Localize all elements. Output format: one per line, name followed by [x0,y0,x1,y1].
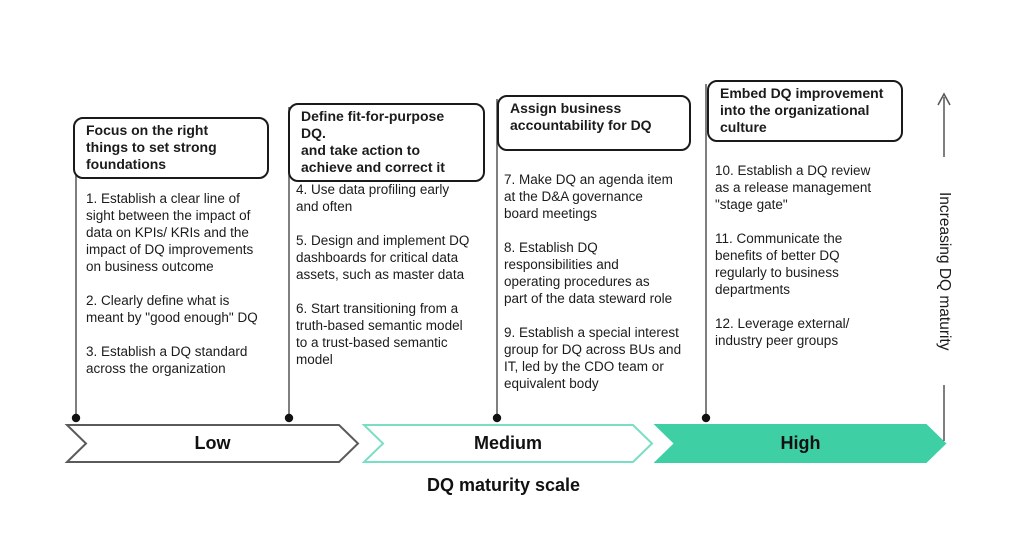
list-item: 11. Communicate the benefits of better D… [715,231,843,297]
scale-segment-low [64,424,360,463]
scale-label-medium: Medium [473,433,542,453]
connector-dot-column-2 [284,413,294,423]
scale-segment-high [653,424,947,463]
scale-label-high: High [780,433,821,453]
diagram-title: DQ maturity scale [426,475,581,495]
list-item: 8. Establish DQ responsibilities and ope… [504,240,673,306]
column-2-items: 4. Use data profiling early and often 5.… [296,181,511,385]
list-item: 5. Design and implement DQ dashboards fo… [296,233,470,282]
list-item: 10. Establish a DQ review as a release m… [715,163,872,212]
list-item: 6. Start transitioning from a truth-base… [296,301,463,367]
column-1-items: 1. Establish a clear line of sight betwe… [86,190,301,394]
connector-dot-column-1 [71,413,81,423]
connector-dot-column-3 [492,413,502,423]
scale-segment-medium [361,424,654,463]
axis-label: Increasing DQ maturity [928,157,960,385]
column-3-header: Assign business accountability for DQ [497,95,691,151]
list-item: 1. Establish a clear line of sight betwe… [86,191,254,274]
list-item: 4. Use data profiling early and often [296,182,450,214]
column-3-items: 7. Make DQ an agenda item at the D&A gov… [504,171,719,409]
list-item: 3. Establish a DQ standard across the or… [86,344,248,376]
column-1-header: Focus on the right things to set strong … [73,117,269,179]
column-2-header: Define fit-for-purpose DQ. and take acti… [288,103,485,182]
connector-dot-column-4 [701,413,711,423]
list-item: 7. Make DQ an agenda item at the D&A gov… [504,172,673,221]
list-item: 12. Leverage external/ industry peer gro… [715,316,850,348]
scale-label-low: Low [194,433,231,453]
list-item: 9. Establish a special interest group fo… [504,325,682,391]
column-4-items: 10. Establish a DQ review as a release m… [715,162,930,366]
list-item: 2. Clearly define what is meant by "good… [86,293,258,325]
column-4-header: Embed DQ improvement into the organizati… [707,80,903,142]
axis-arrowhead-up-icon [937,92,951,106]
